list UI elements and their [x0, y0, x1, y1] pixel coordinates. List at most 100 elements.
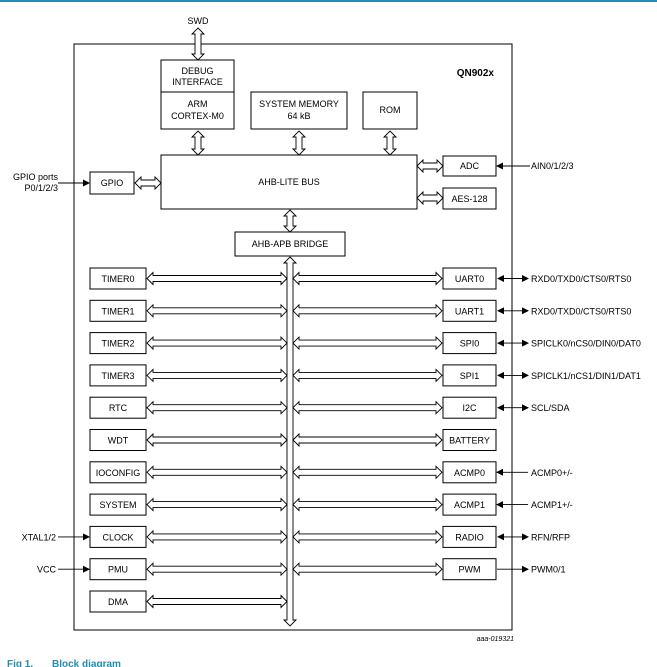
peripheral-box — [89, 332, 147, 355]
gpio-ports-line2: P0/1/2/3 — [24, 183, 58, 193]
peripheral-label: WDT — [108, 436, 129, 446]
left-peripherals: TIMER0TIMER1TIMER2TIMER3RTCWDTIOCONFIGSY… — [22, 267, 288, 613]
peripheral-bus-arrow — [146, 594, 288, 609]
system-memory-line1: SYSTEM MEMORY — [259, 99, 339, 109]
gpio-block: GPIO — [89, 171, 135, 195]
debug-interface-line2: INTERFACE — [172, 77, 223, 87]
adc-signal-label: AIN0/1/2/3 — [531, 161, 574, 171]
peripheral-bus-arrow — [292, 465, 443, 480]
swd-label: SWD — [188, 16, 209, 26]
peripheral-bus-arrow — [292, 368, 443, 383]
adc-block: ADC — [442, 155, 497, 177]
peripheral-bus-arrow — [292, 336, 443, 351]
peripheral-box — [442, 429, 497, 451]
external-signal-label: RXD0/TXD0/CTS0/RTS0 — [531, 306, 631, 316]
cpu-bus-arrow — [190, 130, 206, 156]
debug-interface-block: DEBUG INTERFACE — [160, 59, 235, 93]
gpio-label: GPIO — [101, 178, 124, 188]
rom-bus-arrow — [382, 130, 398, 156]
external-signal-label: RFN/RFP — [531, 532, 570, 542]
right-peripheral-radio: RADIO RFN/RFP — [292, 525, 570, 548]
system-memory-block: SYSTEM MEMORY 64 kB — [250, 91, 348, 130]
left-peripheral-dma: DMA — [89, 590, 288, 613]
gpio-ports-line1: GPIO ports — [13, 172, 59, 182]
system-memory-line2: 64 kB — [287, 111, 310, 121]
peripheral-label: CLOCK — [102, 532, 133, 542]
peripheral-label: PWM — [459, 565, 481, 575]
external-signal-label: RXD0/TXD0/CTS0/RTS0 — [531, 274, 631, 284]
external-signal-label: PWM0/1 — [531, 565, 566, 575]
memory-bus-arrow — [291, 130, 307, 156]
peripheral-bus-arrow — [292, 562, 443, 577]
right-peripheral-pwm: PWM PWM0/1 — [292, 558, 566, 581]
gpio-bus-arrow — [134, 175, 162, 191]
peripheral-box — [89, 396, 147, 419]
peripheral-label: DMA — [108, 597, 128, 607]
peripheral-label: ACMP1 — [454, 500, 485, 510]
peripheral-bus-arrow — [292, 497, 443, 512]
peripheral-box — [89, 267, 147, 290]
peripheral-box — [442, 364, 497, 387]
peripheral-bus-arrow — [146, 497, 288, 512]
ahb-apb-bridge-label: AHB-APB BRIDGE — [252, 239, 329, 249]
arm-cortex-block: ARM CORTEX-M0 — [160, 91, 235, 130]
left-peripheral-ioconfig: IOCONFIG — [89, 461, 288, 484]
external-signal-label: SCL/SDA — [531, 403, 570, 413]
peripheral-label: SPI0 — [460, 339, 480, 349]
figure-ref: aaa-019321 — [477, 636, 514, 643]
peripheral-bus-arrow — [146, 303, 288, 318]
left-peripheral-system: SYSTEM — [89, 493, 288, 516]
peripheral-box — [89, 364, 147, 387]
peripheral-bus-arrow — [292, 529, 443, 544]
peripheral-box — [442, 332, 497, 355]
peripheral-label: TIMER1 — [101, 306, 134, 316]
external-signal-label: VCC — [37, 565, 57, 575]
peripheral-label: TIMER3 — [101, 371, 134, 381]
peripheral-box — [89, 525, 147, 548]
rom-label: ROM — [380, 105, 401, 115]
peripheral-label: UART1 — [455, 306, 484, 316]
peripheral-label: RADIO — [455, 532, 484, 542]
aes-bus-arrow — [416, 190, 444, 206]
arm-cortex-line2: CORTEX-M0 — [171, 111, 224, 121]
peripheral-bus-arrow — [292, 303, 443, 318]
left-peripheral-timer1: TIMER1 — [89, 299, 288, 322]
aes-label: AES-128 — [451, 194, 487, 204]
peripheral-bus-arrow — [146, 432, 288, 448]
ahb-lite-bus-label: AHB-LITE BUS — [258, 177, 320, 187]
peripheral-bus-arrow — [146, 465, 288, 480]
peripheral-bus-arrow — [292, 271, 443, 286]
ahb-lite-bus-block: AHB-LITE BUS — [160, 154, 418, 210]
peripheral-bus-arrow — [146, 271, 288, 286]
debug-interface-line1: DEBUG — [181, 66, 213, 76]
right-peripheral-acmp1: ACMP1 ACMP1+/- — [292, 493, 573, 516]
peripheral-label: UART0 — [455, 274, 484, 284]
aes-block: AES-128 — [442, 187, 497, 210]
swd-bus-arrow — [190, 27, 206, 61]
peripheral-box — [89, 461, 147, 484]
external-signal-label: SPICLK0/nCS0/DIN0/DAT0 — [531, 339, 641, 349]
peripheral-bus-arrow — [146, 368, 288, 383]
peripheral-bus-arrow — [146, 529, 288, 544]
chip-name: QN902x — [457, 68, 495, 79]
peripheral-bus-arrow — [292, 432, 443, 448]
peripheral-bus-arrow — [146, 336, 288, 351]
peripheral-label: ACMP0 — [454, 468, 485, 478]
peripheral-box — [442, 267, 497, 290]
right-peripheral-spi0: SPI0 SPICLK0/nCS0/DIN0/DAT0 — [292, 332, 641, 355]
right-peripheral-uart0: UART0 RXD0/TXD0/CTS0/RTS0 — [292, 267, 631, 290]
bridge-bus-arrow — [282, 209, 298, 233]
peripheral-label: TIMER0 — [101, 274, 134, 284]
peripheral-box — [442, 396, 497, 419]
peripheral-bus-arrow — [292, 400, 443, 415]
external-signal-label: SPICLK1/nCS1/DIN1/DAT1 — [531, 371, 641, 381]
external-signal-label: ACMP1+/- — [531, 500, 573, 510]
rom-block: ROM — [362, 91, 418, 130]
peripheral-box — [442, 558, 497, 581]
